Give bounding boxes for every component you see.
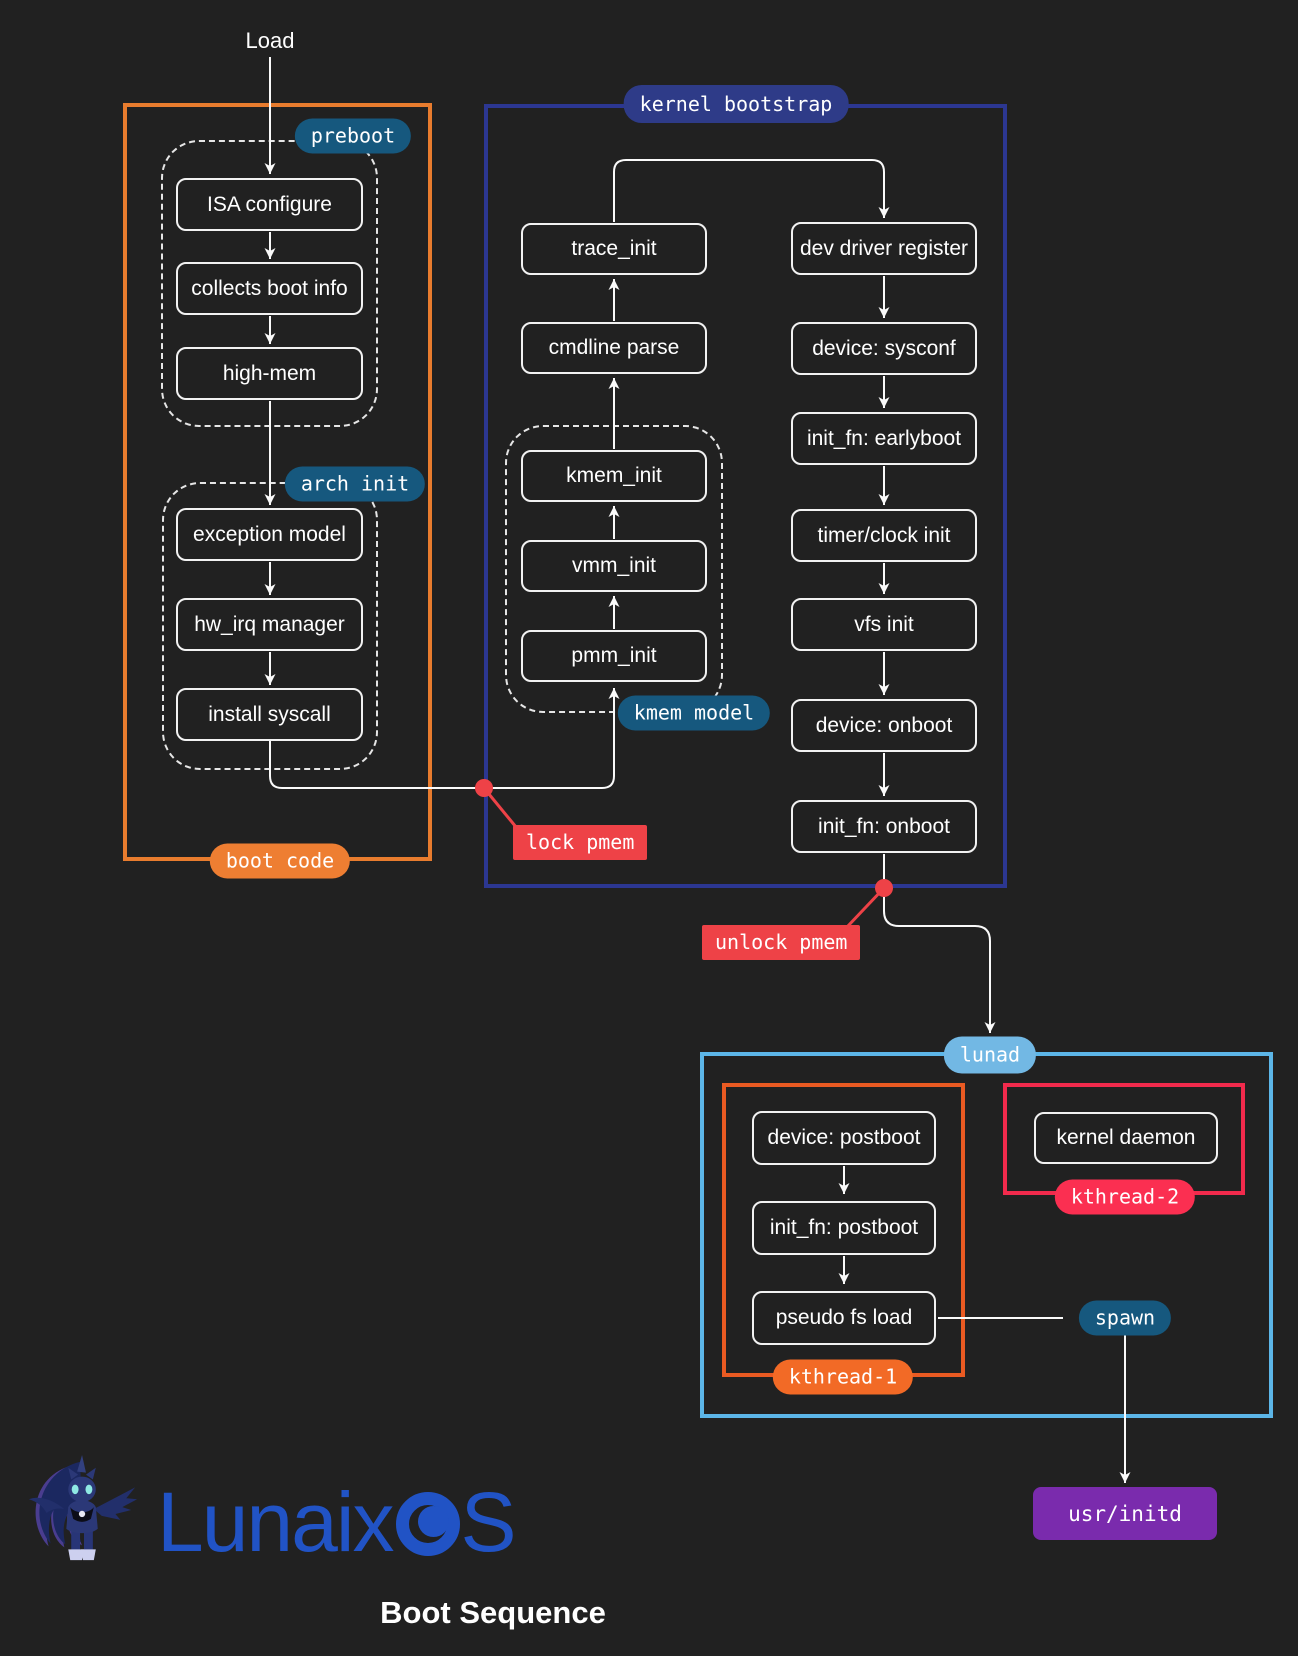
kthread-1-badge: kthread-1 xyxy=(772,1359,914,1395)
preboot-badge: preboot xyxy=(294,118,412,154)
node-trace-init: trace_init xyxy=(521,223,707,275)
unlock-pmem-tag: unlock pmem xyxy=(702,925,861,960)
node-init-fn-postboot: init_fn: postboot xyxy=(752,1201,936,1255)
node-vmm-init: vmm_init xyxy=(521,540,707,592)
kernel-bootstrap-badge: kernel bootstrap xyxy=(623,85,849,123)
lunaixos-wordmark: Lunaix S xyxy=(157,1475,517,1569)
lunaixos-logo: Lunaix S xyxy=(25,1452,517,1570)
kmem-model-badge: kmem model xyxy=(617,695,771,731)
arch-init-badge: arch init xyxy=(284,466,426,502)
node-dev-driver-register: dev driver register xyxy=(791,222,977,275)
luna-mascot-image xyxy=(28,1454,138,1561)
node-hw-irq-manager: hw_irq manager xyxy=(176,598,363,651)
kthread-2-badge: kthread-2 xyxy=(1054,1179,1196,1215)
node-cmdline-parse: cmdline parse xyxy=(521,322,707,374)
node-high-mem: high-mem xyxy=(176,347,363,400)
spawn-badge: spawn xyxy=(1078,1300,1172,1336)
node-device-sysconf: device: sysconf xyxy=(791,322,977,375)
node-device-postboot: device: postboot xyxy=(752,1111,936,1165)
node-pmm-init: pmm_init xyxy=(521,630,707,682)
node-isa-configure: ISA configure xyxy=(176,178,363,231)
node-install-syscall: install syscall xyxy=(176,688,363,741)
diagram-caption: Boot Sequence xyxy=(380,1595,606,1630)
lock-pmem-tag: lock pmem xyxy=(513,825,648,860)
node-kernel-daemon: kernel daemon xyxy=(1034,1112,1218,1164)
node-vfs-init: vfs init xyxy=(791,598,977,651)
node-kmem-init: kmem_init xyxy=(521,450,707,502)
node-init-fn-onboot: init_fn: onboot xyxy=(791,800,977,853)
node-pseudo-fs-load: pseudo fs load xyxy=(752,1291,936,1345)
node-init-fn-earlyboot: init_fn: earlyboot xyxy=(791,412,977,465)
usr-initd-node: usr/initd xyxy=(1033,1487,1217,1540)
lunad-badge: lunad xyxy=(943,1036,1037,1074)
logo-suffix: S xyxy=(460,1475,517,1569)
node-exception-model: exception model xyxy=(176,508,363,561)
lunaix-o-moon-icon xyxy=(395,1492,460,1556)
load-label: Load xyxy=(245,28,295,53)
node-device-onboot: device: onboot xyxy=(791,699,977,752)
node-timer-clock-init: timer/clock init xyxy=(791,509,977,562)
node-collects-boot-info: collects boot info xyxy=(176,262,363,315)
logo-prefix: Lunaix xyxy=(157,1475,395,1569)
boot-code-badge: boot code xyxy=(209,843,351,879)
